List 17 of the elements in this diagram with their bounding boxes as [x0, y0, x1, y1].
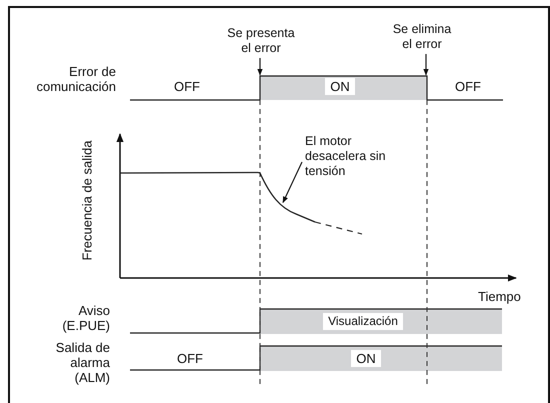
leader-line: [257, 58, 263, 76]
axis-title: Tiempo: [478, 289, 521, 304]
event-label: Se presenta el error: [225, 26, 297, 56]
signal-name: Error de comunicación: [36, 64, 116, 94]
callout-text: El motor desacelera sin tensión: [305, 134, 405, 179]
axis-title: Frecuencia de salida: [80, 140, 94, 260]
state-label: ON: [325, 78, 355, 94]
state-label: OFF: [177, 350, 203, 366]
leader-line: [423, 54, 429, 76]
leader-line: [282, 162, 302, 204]
event-label: Se elimina el error: [387, 22, 457, 52]
state-label: OFF: [455, 78, 481, 94]
signal-name: Aviso (E.PUE): [61, 303, 110, 333]
state-label: OFF: [174, 78, 200, 94]
signal-name: Salida de alarma (ALM): [54, 340, 110, 385]
state-label: Visualización: [323, 312, 403, 330]
state-label: ON: [351, 350, 381, 366]
